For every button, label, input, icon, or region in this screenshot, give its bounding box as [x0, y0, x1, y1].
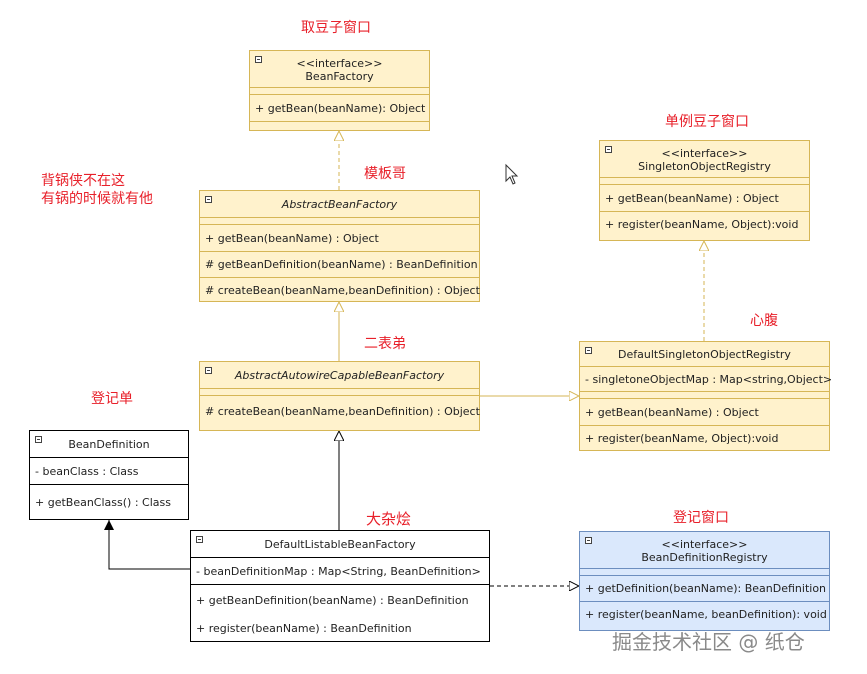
- method-row: + getBean(beanName) : Object: [605, 191, 779, 205]
- class-bean-definition[interactable]: BeanDefinition - beanClass : Class + get…: [29, 430, 189, 520]
- method-row: # getBeanDefinition(beanName) : BeanDefi…: [205, 258, 478, 271]
- class-name: DefaultListableBeanFactory: [264, 537, 416, 551]
- method-row: + getBeanClass() : Class: [35, 495, 171, 509]
- class-name: BeanFactory: [305, 70, 374, 83]
- class-singleton-object-registry[interactable]: <<interface>> SingletonObjectRegistry + …: [599, 140, 810, 241]
- annotation-autowire: 二表弟: [364, 336, 406, 352]
- stereotype-label: <<interface>>: [296, 57, 383, 70]
- collapse-icon[interactable]: [35, 436, 42, 443]
- method-row: # createBean(beanName,beanDefinition) : …: [205, 404, 480, 418]
- class-default-listable-bean-factory[interactable]: DefaultListableBeanFactory - beanDefinit…: [190, 530, 490, 642]
- field-row: - singletoneObjectMap : Map<string,Objec…: [585, 372, 833, 386]
- class-header: AbstractBeanFactory: [200, 191, 479, 217]
- annotation-definition-registry: 登记窗口: [673, 510, 729, 526]
- collapse-icon[interactable]: [205, 196, 212, 203]
- class-name: SingletonObjectRegistry: [638, 160, 771, 173]
- class-abstract-autowire-capable-bean-factory[interactable]: AbstractAutowireCapableBeanFactory # cre…: [199, 361, 480, 431]
- method-row: + getDefinition(beanName): BeanDefinitio…: [585, 582, 827, 595]
- method-row: + register(beanName) : BeanDefinition: [196, 621, 412, 635]
- collapse-icon[interactable]: [205, 367, 212, 374]
- class-header: <<interface>> BeanDefinitionRegistry: [580, 532, 829, 568]
- class-header: DefaultListableBeanFactory: [191, 531, 489, 557]
- field-row: - beanClass : Class: [35, 464, 139, 478]
- method-row: + register(beanName, Object):void: [605, 217, 799, 231]
- class-bean-factory[interactable]: <<interface>> BeanFactory + getBean(bean…: [249, 50, 430, 131]
- annotation-default-singleton: 心腹: [750, 313, 778, 329]
- collapse-icon[interactable]: [605, 146, 612, 153]
- watermark: 掘金技术社区 @ 纸仓: [612, 630, 805, 654]
- class-header: BeanDefinition: [30, 431, 188, 457]
- class-default-singleton-object-registry[interactable]: DefaultSingletonObjectRegistry - singlet…: [579, 341, 833, 451]
- collapse-icon[interactable]: [585, 537, 592, 544]
- collapse-icon[interactable]: [255, 56, 262, 63]
- method-row: # createBean(beanName,beanDefinition) : …: [205, 284, 480, 297]
- class-name: BeanDefinitionRegistry: [641, 551, 768, 564]
- method-row: + register(beanName, beanDefinition): vo…: [585, 607, 827, 621]
- stereotype-label: <<interface>>: [661, 538, 748, 551]
- class-bean-definition-registry[interactable]: <<interface>> BeanDefinitionRegistry + g…: [579, 531, 830, 631]
- field-row: - beanDefinitionMap : Map<String, BeanDe…: [196, 564, 481, 578]
- class-name: BeanDefinition: [68, 437, 150, 451]
- annotation-side-note: 背锅侠不在这 有锅的时候就有他: [41, 173, 153, 207]
- collapse-icon[interactable]: [196, 536, 203, 543]
- method-row: + getBean(beanName) : Object: [585, 405, 759, 419]
- class-header: <<interface>> SingletonObjectRegistry: [600, 141, 809, 177]
- class-header: <<interface>> BeanFactory: [250, 51, 429, 87]
- annotation-singleton-registry: 单例豆子窗口: [665, 114, 749, 130]
- collapse-icon[interactable]: [585, 347, 592, 354]
- class-header: DefaultSingletonObjectRegistry: [580, 342, 829, 366]
- class-name: AbstractBeanFactory: [281, 197, 398, 211]
- method-row: + getBeanDefinition(beanName) : BeanDefi…: [196, 593, 469, 607]
- class-name: DefaultSingletonObjectRegistry: [618, 347, 791, 361]
- annotation-default-listable: 大杂烩: [366, 510, 412, 528]
- mouse-cursor-icon: [505, 163, 519, 185]
- annotation-bean-definition: 登记单: [91, 391, 133, 407]
- method-row: + getBean(beanName): Object: [255, 101, 426, 115]
- method-row: + getBean(beanName) : Object: [205, 231, 379, 245]
- stereotype-label: <<interface>>: [661, 147, 748, 160]
- annotation-abstract-bean-factory: 模板哥: [364, 166, 406, 182]
- class-name: AbstractAutowireCapableBeanFactory: [234, 368, 445, 382]
- method-row: + register(beanName, Object):void: [585, 431, 779, 445]
- class-header: AbstractAutowireCapableBeanFactory: [200, 362, 479, 388]
- class-abstract-bean-factory[interactable]: AbstractBeanFactory + getBean(beanName) …: [199, 190, 480, 302]
- annotation-bean-factory: 取豆子窗口: [301, 20, 371, 36]
- association-listable-to-beandefinition: [104, 520, 190, 570]
